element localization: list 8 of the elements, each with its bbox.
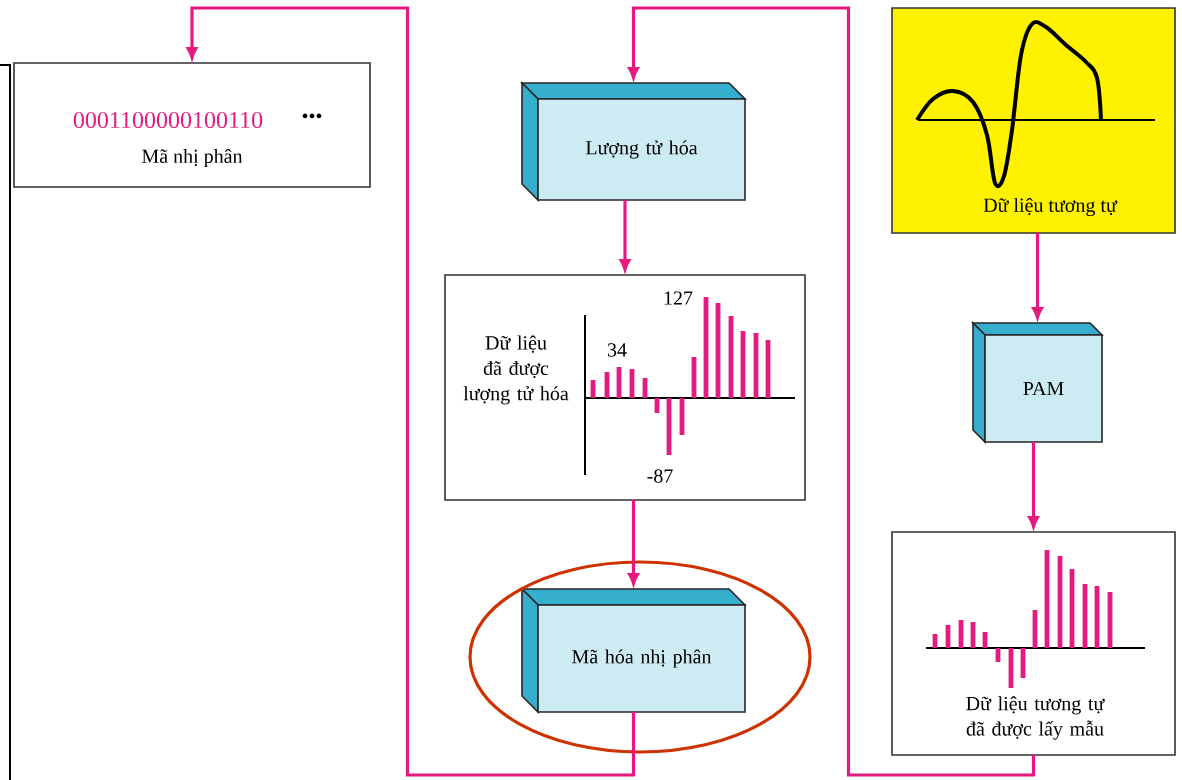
chart-panel: Dữ liệu tương tự đã được lấy mẫu <box>891 531 1176 756</box>
signal-panel: Dữ liệu tương tự <box>891 7 1176 234</box>
value-label: 34 <box>607 343 627 357</box>
value-label: -87 <box>647 469 673 483</box>
value-label: 127 <box>664 291 693 305</box>
arrow <box>186 6 636 777</box>
code-box: 0001100000100110 ••• Mã nhị phân <box>13 62 371 188</box>
arrow <box>628 6 1036 777</box>
